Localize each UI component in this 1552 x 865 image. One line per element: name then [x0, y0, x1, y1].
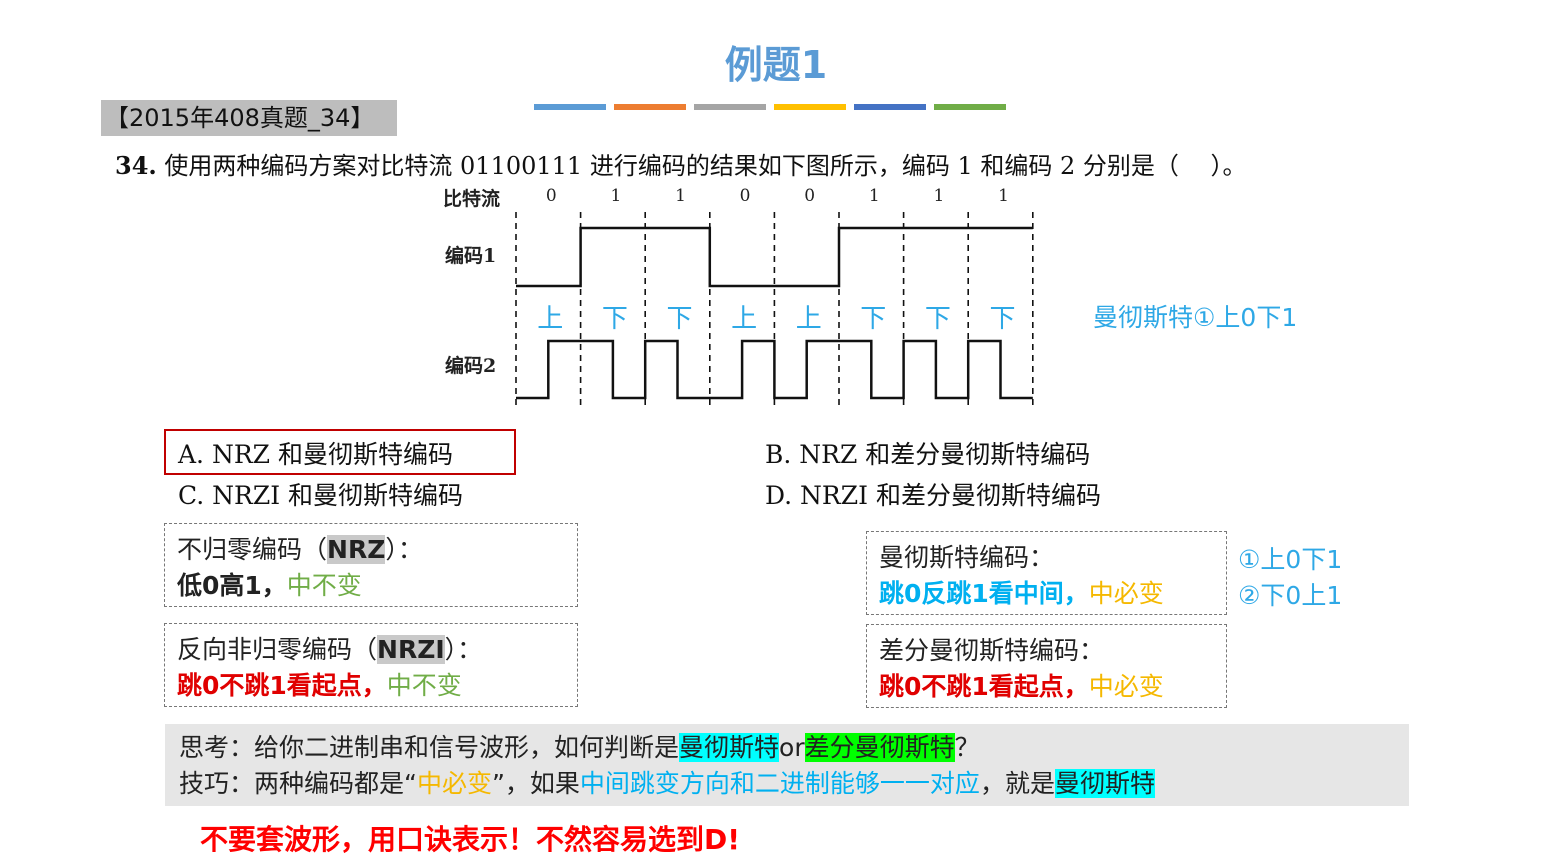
diff-manchester-rule-box: 差分曼彻斯特编码： 跳0不跳1看起点，中必变	[866, 624, 1227, 708]
manchester-rule: 跳0反跳1看中间，中必变	[879, 576, 1214, 612]
exam-tag: 【2015年408真题_34】	[101, 100, 397, 136]
manchester-side-2: ②下0上1	[1238, 581, 1343, 610]
code2-waveform	[516, 339, 1033, 400]
bit-label: 1	[610, 186, 621, 206]
think-tip-box: 思考：给你二进制串和信号波形，如何判断是曼彻斯特or差分曼彻斯特？ 技巧：两种编…	[165, 724, 1409, 806]
nrzi-note: 中不变	[386, 671, 462, 700]
think-diff-manchester: 差分曼彻斯特	[804, 733, 955, 762]
tip-prefix: 技巧：两种编码都是“	[179, 769, 417, 798]
bit-label: 0	[546, 186, 557, 206]
color-bar-2	[614, 104, 686, 110]
code2-label: 编码2	[445, 354, 496, 377]
correct-answer-highlight	[164, 429, 516, 475]
nrzi-rule: 跳0不跳1看起点，中不变	[177, 668, 565, 704]
nrz-note: 中不变	[286, 571, 362, 600]
bit-label: 0	[740, 186, 751, 206]
nrz-rule: 低0高1，中不变	[177, 568, 565, 604]
nrz-code: NRZ	[327, 535, 386, 564]
diff-manchester-rule: 跳0不跳1看起点，中必变	[879, 669, 1214, 705]
nrzi-title-prefix: 反向非归零编码（	[177, 635, 378, 664]
transition-label: 上	[731, 304, 757, 334]
nrzi-title: 反向非归零编码（NRZI）：	[177, 632, 565, 668]
code1-waveform	[516, 226, 1033, 288]
option-b[interactable]: B. NRZ 和差分曼彻斯特编码	[765, 440, 1091, 469]
nrzi-rule-text: 跳0不跳1看起点，	[177, 671, 387, 700]
bit-label: 1	[869, 186, 880, 206]
manchester-side-note: 曼彻斯特①上0下1	[1093, 303, 1297, 332]
think-manchester: 曼彻斯特	[679, 733, 780, 762]
think-line-1: 思考：给你二进制串和信号波形，如何判断是曼彻斯特or差分曼彻斯特？	[179, 730, 1409, 766]
tip-mid: ”，如果	[491, 769, 580, 798]
manchester-side-1: ①上0下1	[1238, 545, 1343, 574]
tip-key: 中必变	[416, 769, 492, 798]
transition-label: 上	[537, 304, 563, 334]
transition-label: 下	[860, 304, 886, 334]
color-bar-1	[534, 104, 606, 110]
nrz-title: 不归零编码（NRZ）：	[177, 532, 565, 568]
think-prefix: 思考：给你二进制串和信号波形，如何判断是	[179, 733, 680, 762]
warning-text: 不要套波形，用口诀表示！不然容易选到D!	[200, 823, 741, 856]
transition-label: 下	[602, 304, 628, 334]
transition-label: 下	[666, 304, 692, 334]
think-or: or	[779, 733, 805, 762]
manchester-rule-text: 跳0反跳1看中间，	[879, 579, 1089, 608]
manchester-rule-box: 曼彻斯特编码： 跳0反跳1看中间，中必变	[866, 531, 1227, 615]
nrzi-rule-box: 反向非归零编码（NRZI）： 跳0不跳1看起点，中不变	[164, 623, 578, 707]
code1-label: 编码1	[445, 244, 496, 267]
tip-line-2: 技巧：两种编码都是“中必变”，如果中间跳变方向和二进制能够一一对应，就是曼彻斯特	[179, 766, 1409, 802]
page-title: 例题1	[724, 43, 828, 87]
manchester-title: 曼彻斯特编码：	[879, 543, 1055, 572]
bit-labels: 0 1 1 0 0 1 1 1	[546, 186, 1009, 206]
tip-condition: 中间跳变方向和二进制能够一一对应	[579, 769, 980, 798]
color-bar-4	[774, 104, 846, 110]
tip-answer: 曼彻斯特	[1054, 769, 1155, 798]
bit-label: 0	[804, 186, 815, 206]
nrzi-title-suffix: ）：	[444, 635, 483, 664]
transition-label: 下	[989, 304, 1015, 334]
question-body: 使用两种编码方案对比特流 01100111 进行编码的结果如下图所示，编码 1 …	[164, 152, 1247, 180]
nrz-title-suffix: ）：	[385, 535, 423, 564]
color-bar-6	[934, 104, 1006, 110]
nrz-rule-box: 不归零编码（NRZ）： 低0高1，中不变	[164, 523, 578, 607]
color-bar-decoration	[534, 104, 1006, 110]
bit-label: 1	[933, 186, 944, 206]
option-a[interactable]: A. NRZ 和曼彻斯特编码	[178, 440, 453, 469]
bit-label: 1	[998, 186, 1009, 206]
manchester-note: 中必变	[1088, 579, 1164, 608]
nrz-rule-text: 低0高1，	[177, 571, 287, 600]
transition-label: 上	[796, 304, 822, 334]
color-bar-5	[854, 104, 926, 110]
question-text: 34. 使用两种编码方案对比特流 01100111 进行编码的结果如下图所示，编…	[115, 146, 1247, 181]
bitstream-label: 比特流	[443, 187, 500, 210]
question-number: 34.	[115, 151, 157, 180]
diff-manchester-note: 中必变	[1088, 672, 1164, 701]
option-c[interactable]: C. NRZI 和曼彻斯特编码	[178, 481, 464, 510]
diff-manchester-title: 差分曼彻斯特编码：	[879, 636, 1105, 665]
nrz-title-prefix: 不归零编码（	[177, 535, 328, 564]
option-d[interactable]: D. NRZI 和差分曼彻斯特编码	[765, 481, 1101, 510]
tip-comma: ，就是	[979, 769, 1055, 798]
transition-label: 下	[925, 304, 951, 334]
diff-manchester-rule-text: 跳0不跳1看起点，	[879, 672, 1089, 701]
bit-label: 1	[675, 186, 686, 206]
nrzi-code: NRZI	[377, 635, 445, 664]
color-bar-3	[694, 104, 766, 110]
transition-labels: 上下下上上下下下	[537, 304, 1015, 334]
think-suffix: ？	[954, 733, 980, 762]
